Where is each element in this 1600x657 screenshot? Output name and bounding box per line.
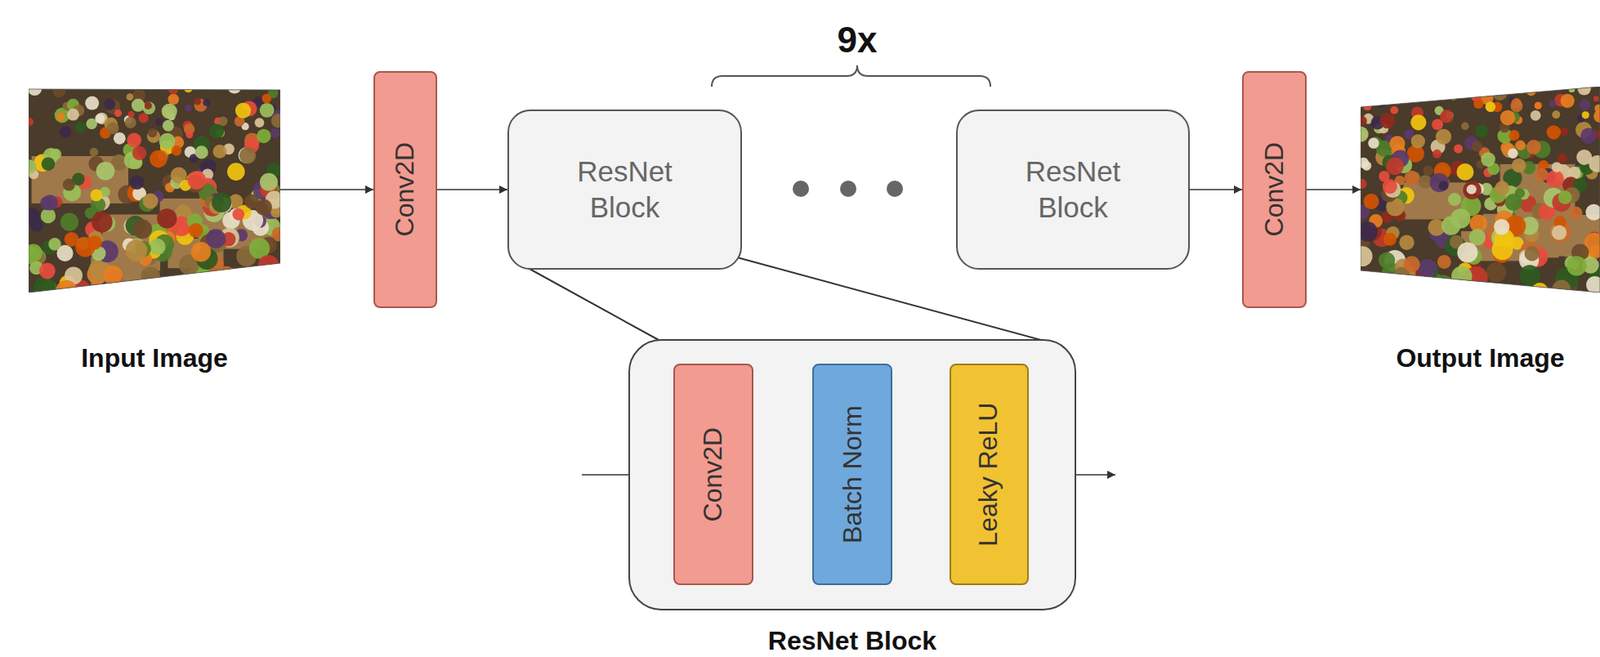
caption-wrap: ResNet Block <box>768 625 937 657</box>
market-photo <box>1360 86 1600 293</box>
block-name: ResNet Block <box>547 153 703 226</box>
image-caption: Output Image <box>1395 343 1565 373</box>
caption-wrap: Input Image <box>80 343 228 374</box>
conv2d-layer: Conv2D <box>373 71 438 309</box>
resnet-block: ResNet Block <box>956 109 1190 270</box>
layer-name: Conv2D <box>390 142 420 237</box>
layer-name: Leaky ReLU <box>974 402 1004 546</box>
image-panel: Input Image <box>28 86 281 293</box>
block-caption: ResNet Block <box>768 625 937 656</box>
ellipsis-dot <box>886 180 903 197</box>
market-photo <box>28 86 281 293</box>
flow-arrow <box>1306 188 1361 191</box>
conv2d-layer: Conv2D <box>673 363 754 586</box>
ellipsis-dot <box>840 180 857 197</box>
flow-arrow <box>1189 188 1243 191</box>
batch-norm-layer: Batch Norm <box>812 363 893 586</box>
resnet-block: ResNet Block <box>507 109 742 270</box>
caption-wrap: Output Image <box>1395 343 1565 374</box>
conv2d-layer: Conv2D <box>1242 71 1307 309</box>
zoom-line <box>737 257 1042 340</box>
repeat-bracket <box>711 65 991 87</box>
flow-arrow <box>280 188 374 191</box>
image-panel: Output Image <box>1360 86 1600 293</box>
resnet-block-detail: ResNet BlockConv2DBatch NormLeaky ReLU <box>628 339 1077 611</box>
repeat-count: 9x <box>837 19 878 61</box>
image-caption: Input Image <box>80 343 228 373</box>
zoom-line <box>513 259 659 340</box>
leaky-relu-layer: Leaky ReLU <box>949 363 1029 586</box>
block-name: ResNet Block <box>995 153 1151 226</box>
layer-name: Conv2D <box>698 427 728 523</box>
layer-name: Conv2D <box>1260 142 1289 237</box>
flow-arrow <box>437 188 508 191</box>
layer-name: Batch Norm <box>837 405 867 544</box>
ellipsis-dot <box>792 180 809 197</box>
